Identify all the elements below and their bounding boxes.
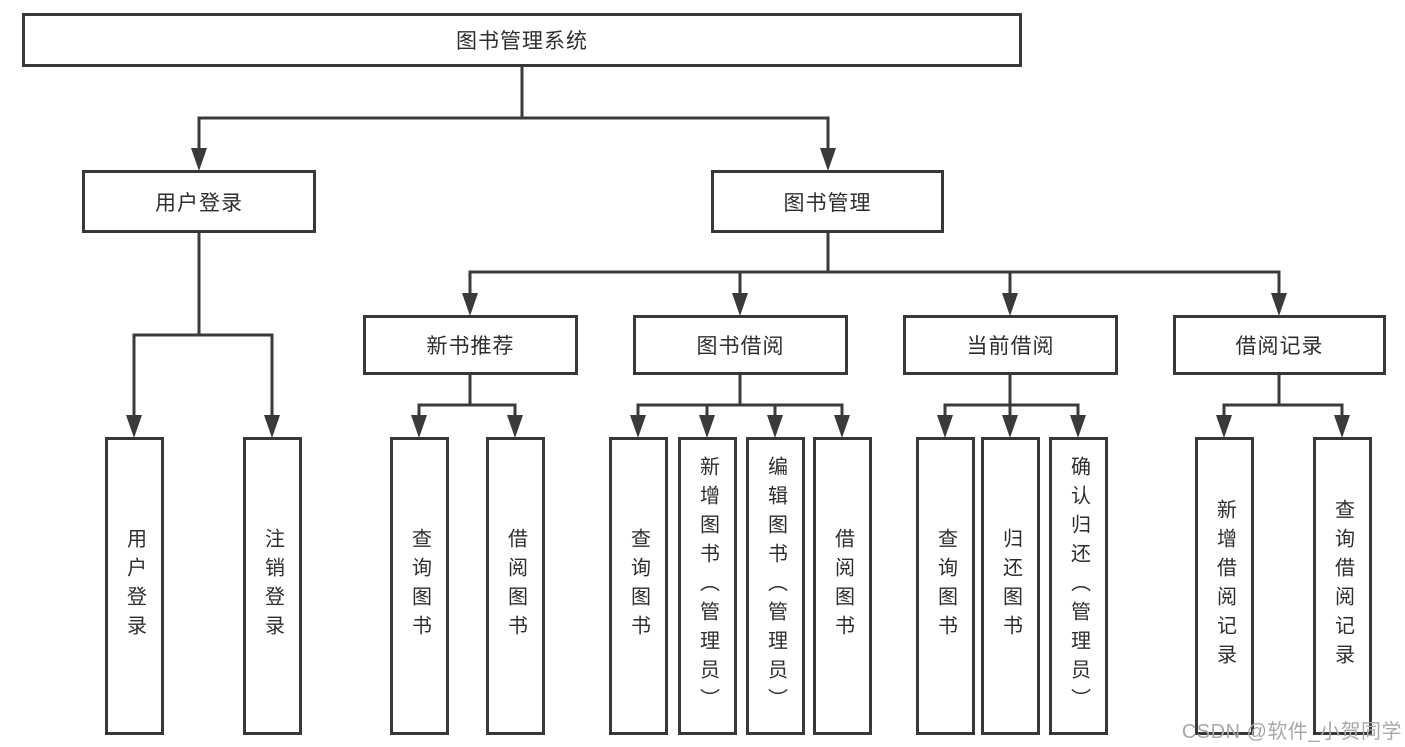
node-leaf-query-books-current: 查询图书: [916, 437, 975, 735]
node-new-book-recommend: 新书推荐: [363, 315, 578, 375]
node-leaf-query-borrow-record: 查询借阅记录: [1313, 437, 1372, 735]
node-leaf-add-borrow-record: 新增借阅记录: [1195, 437, 1254, 735]
node-user-login-module: 用户登录: [82, 170, 316, 233]
node-leaf-return-books: 归还图书: [981, 437, 1040, 735]
node-leaf-user-login: 用户登录: [105, 437, 164, 735]
node-leaf-confirm-return-admin: 确认归还（管理员）: [1049, 437, 1108, 735]
node-leaf-logout-login: 注销登录: [243, 437, 302, 735]
node-leaf-query-books-borrow: 查询图书: [609, 437, 668, 735]
node-book-management-module: 图书管理: [711, 170, 944, 233]
node-leaf-borrow-books: 借阅图书: [813, 437, 872, 735]
arrowheads: [126, 148, 1350, 438]
node-library-management-system: 图书管理系统: [22, 13, 1022, 67]
node-current-borrow: 当前借阅: [903, 315, 1118, 375]
csdn-watermark: CSDN @软件_小贺同学: [1181, 721, 1402, 743]
node-leaf-query-books-recommend: 查询图书: [390, 437, 449, 735]
node-borrow-records: 借阅记录: [1173, 315, 1386, 375]
node-leaf-add-books-admin: 新增图书（管理员）: [678, 437, 737, 735]
node-leaf-edit-books-admin: 编辑图书（管理员）: [746, 437, 805, 735]
node-book-borrow: 图书借阅: [633, 315, 848, 375]
node-leaf-borrow-books-recommend: 借阅图书: [486, 437, 545, 735]
